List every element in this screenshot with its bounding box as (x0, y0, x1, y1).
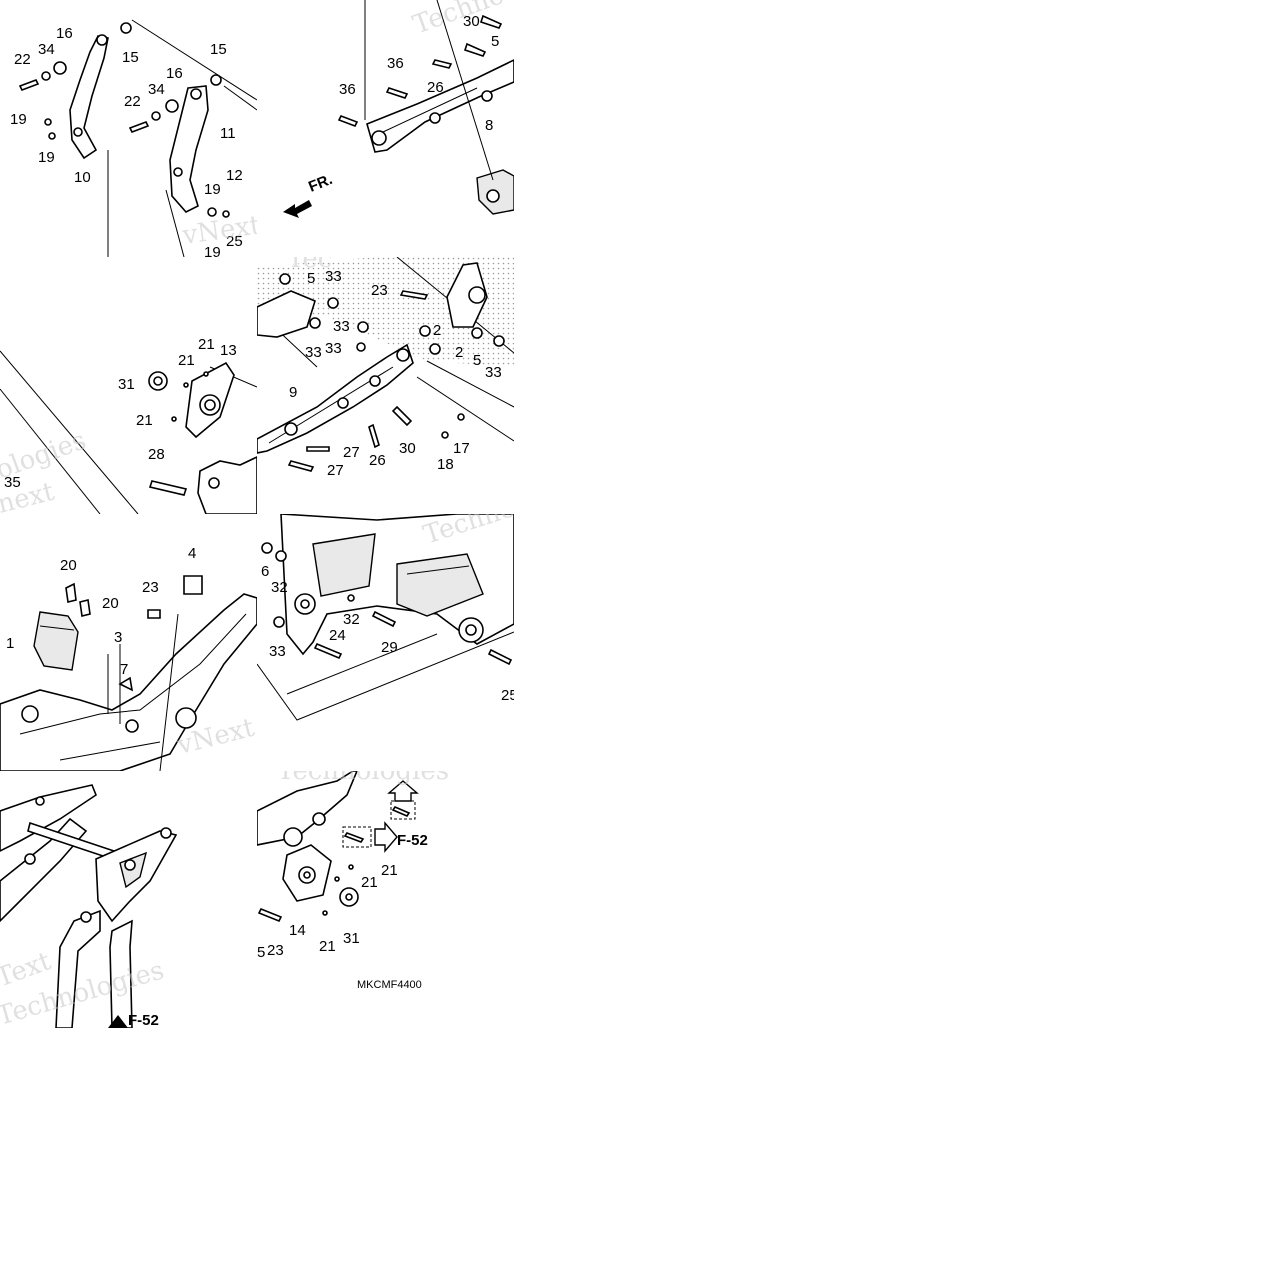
callout-5: 5 (257, 944, 265, 961)
callout-12: 12 (226, 167, 243, 184)
callout-26: 26 (369, 452, 386, 469)
ref-f52: F-52 (128, 1012, 159, 1028)
tile-rear-subframe: F-52 Text Technologies (0, 771, 257, 1028)
callout-20: 20 (60, 557, 77, 574)
callout-7: 7 (120, 661, 128, 678)
tile-plate-14: F-52 21 21 31 14 23 21 5 MKCMF4400 Techn… (257, 771, 514, 1028)
callout-31: 31 (343, 930, 360, 947)
callout-15: 15 (122, 49, 139, 66)
callout-36b: 36 (387, 55, 404, 72)
callout-15b: 15 (210, 41, 227, 58)
callout-24: 24 (329, 627, 346, 644)
callout-30: 30 (463, 13, 480, 30)
callout-31: 31 (118, 376, 135, 393)
callout-19c: 19 (204, 181, 221, 198)
watermark: Technologies (277, 771, 449, 786)
callout-21c: 21 (136, 412, 153, 429)
callout-25: 25 (501, 687, 514, 704)
callout-27b: 27 (327, 462, 344, 479)
callout-2b: 2 (455, 344, 463, 361)
diagram-code: MKCMF4400 (357, 979, 422, 991)
callout-22b: 22 (124, 93, 141, 110)
callout-16: 16 (56, 25, 73, 42)
callout-28: 28 (148, 446, 165, 463)
callout-21: 21 (178, 352, 195, 369)
watermark: Text (0, 946, 55, 993)
callout-1: 1 (6, 635, 14, 652)
callout-23: 23 (371, 282, 388, 299)
callout-36: 36 (339, 81, 356, 98)
callout-5: 5 (307, 270, 315, 287)
callout-32b: 32 (343, 611, 360, 628)
callout-27: 27 (343, 444, 360, 461)
callout-21: 21 (381, 862, 398, 879)
callout-14: 14 (289, 922, 306, 939)
watermark: vNext (180, 210, 257, 251)
tile-pivot-area: 6 32 32 24 33 29 25 Techno (257, 514, 514, 771)
callout-11: 11 (220, 125, 236, 142)
callout-33: 33 (325, 268, 342, 285)
callout-34: 34 (38, 41, 55, 58)
callout-22: 22 (14, 51, 31, 68)
callout-29: 29 (381, 639, 398, 656)
callout-20b: 20 (102, 595, 119, 612)
callout-33d: 33 (325, 340, 342, 357)
callout-21c: 21 (319, 938, 336, 955)
watermark: ologies (0, 425, 90, 485)
callout-21b: 21 (198, 336, 215, 353)
callout-9: 9 (289, 384, 297, 401)
callout-33c: 33 (305, 344, 322, 361)
callout-2: 2 (433, 322, 441, 339)
tile-frame-8: FR. 36 36 26 30 5 8 Techno (257, 0, 514, 257)
callout-5: 5 (491, 33, 499, 50)
callout-18: 18 (437, 456, 454, 473)
callout-19: 19 (10, 111, 27, 128)
tile-frame-9: 5 33 23 33 2 2 33 33 5 33 9 27 27 26 30 … (257, 257, 514, 514)
callout-30: 30 (399, 440, 416, 457)
callout-33b: 33 (333, 318, 350, 335)
callout-17: 17 (453, 440, 470, 457)
callout-16b: 16 (166, 65, 183, 82)
callout-6: 6 (261, 563, 269, 580)
direction-label: FR. (306, 171, 335, 196)
callout-32: 32 (271, 579, 288, 596)
callout-3: 3 (114, 629, 122, 646)
callout-4: 4 (188, 545, 196, 562)
callout-25: 25 (226, 233, 243, 250)
callout-26: 26 (427, 79, 444, 96)
callout-19d: 19 (204, 244, 221, 257)
ref-f52b: F-52 (397, 832, 428, 849)
callout-8: 8 (485, 117, 493, 134)
callout-33e: 33 (485, 364, 502, 381)
callout-10: 10 (74, 169, 91, 186)
callout-23: 23 (142, 579, 159, 596)
callout-23: 23 (267, 942, 284, 959)
callout-33: 33 (269, 643, 286, 660)
tile-plate-13: 31 21 21 13 21 28 35 ologies next (0, 257, 257, 514)
tile-main-frame-3: 20 20 4 23 1 3 7 vNext Tec (0, 514, 257, 771)
watermark: Tec (287, 257, 332, 274)
callout-21b: 21 (361, 874, 378, 891)
callout-34b: 34 (148, 81, 165, 98)
callout-35: 35 (4, 474, 21, 491)
callout-13: 13 (220, 342, 237, 359)
callout-19b: 19 (38, 149, 55, 166)
tile-rear-frame-brackets: 22 34 16 15 15 34 16 22 19 19 10 11 19 1… (0, 0, 257, 257)
callout-5b: 5 (473, 352, 481, 369)
